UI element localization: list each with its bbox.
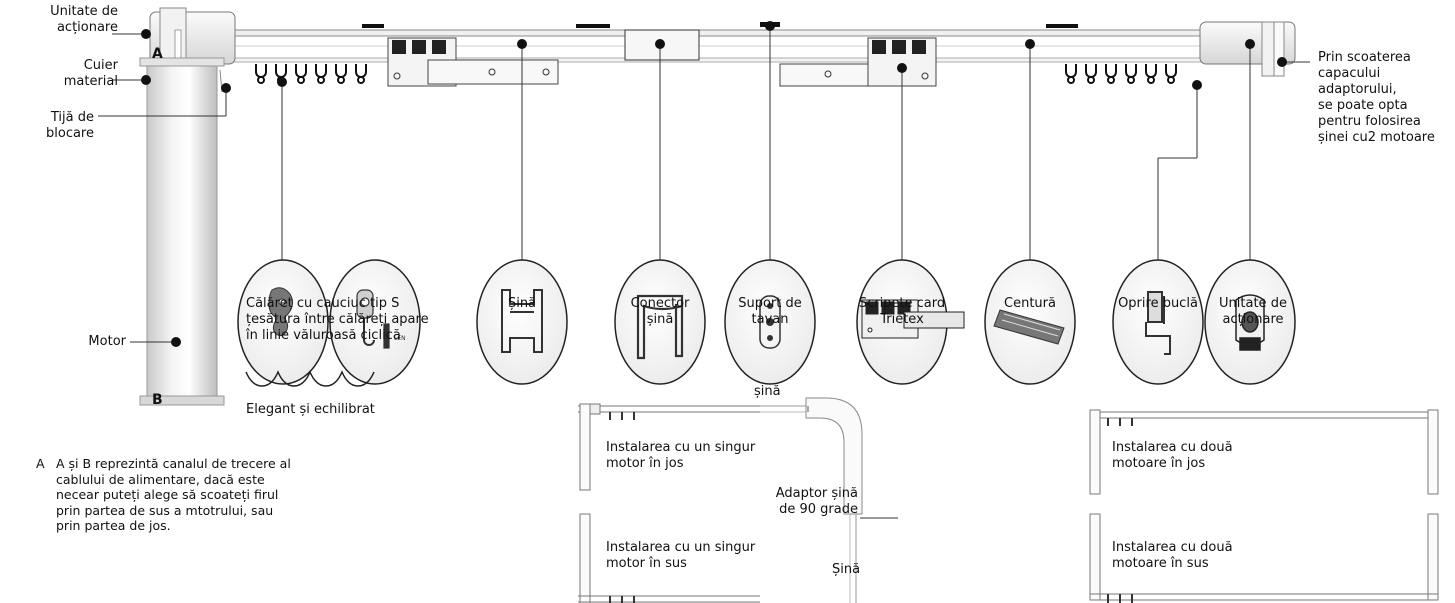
caption-ceiling-bracket: Suport de tavan <box>725 296 815 328</box>
label-rail-bottom: Șină <box>832 562 861 577</box>
motor-cylinder <box>139 57 225 406</box>
svg-text:LEN: LEN <box>394 335 406 342</box>
label-line: motoare în jos <box>1112 456 1206 471</box>
right-drive-unit <box>1199 21 1296 77</box>
s-runner-icon <box>268 287 294 337</box>
label-motor: Motor <box>88 334 126 349</box>
runners-right <box>1065 64 1177 84</box>
label-line: capacului <box>1318 66 1381 81</box>
label-line: Tijă de <box>50 110 94 125</box>
runners-left <box>255 64 367 84</box>
left-pulley-carriage <box>387 37 559 87</box>
label-line: Călăreț cu cauciuc tip S <box>246 296 400 311</box>
channel-b-marker: B <box>152 392 163 408</box>
label-line: Instalarea cu două <box>1112 540 1233 555</box>
channel-a-marker: A <box>152 46 163 62</box>
label-line: Suport de <box>738 296 802 311</box>
label-line: șină <box>646 312 674 327</box>
label-drive-unit-left: Unitate de acționare <box>0 4 118 36</box>
caption-rail: Șină <box>482 296 562 312</box>
label-line: se poate opta <box>1318 98 1408 113</box>
label-line: Cuier <box>83 58 118 73</box>
label-line: tavan <box>751 312 789 327</box>
install-middle-schematic <box>578 397 863 603</box>
caption-belt: Centură <box>985 296 1075 312</box>
label-line: Scripete card <box>858 296 946 311</box>
label-line: adaptorului, <box>1318 82 1397 97</box>
note-text: A și B reprezintă canalul de trecere al … <box>56 456 291 533</box>
label-line: Unitate de <box>50 4 118 19</box>
label-single-motor-down: Instalarea cu un singur motor în jos <box>606 440 756 471</box>
label-90-degree-adaptor: Adaptor șină de 90 grade <box>760 486 858 518</box>
label-line: de 90 grade <box>779 502 858 517</box>
label-line: blocare <box>46 126 94 141</box>
label-line: țesătura între călăreți apare <box>246 312 429 327</box>
caption-card-pulleys: Scripete card Trietex <box>846 296 958 328</box>
drive-unit-icon <box>1235 294 1265 351</box>
loop-stop-icon <box>1145 291 1171 355</box>
hook-runner-icon: LEN <box>356 289 406 349</box>
caption-loop-stop: Oprire buclă <box>1105 296 1211 312</box>
main-track <box>164 22 1286 63</box>
label-line: în linie văluroasă ciclică <box>246 328 401 343</box>
label-line: Prin scoaterea <box>1318 50 1411 65</box>
label-dual-motor-down: Instalarea cu două motoare în jos <box>1112 440 1233 472</box>
label-line: Adaptor șină <box>775 486 858 501</box>
label-lock-rod: Tijă de blocare <box>0 110 94 142</box>
label-line: Trietex <box>880 312 924 327</box>
label-line: Instalarea cu două <box>1112 440 1233 455</box>
label-dual-motor-option: Prin scoaterea capacului adaptorului, se… <box>1318 50 1435 146</box>
label-line: Conector <box>630 296 690 311</box>
label-line: motoare în sus <box>1112 556 1209 571</box>
callout-lines <box>98 26 1310 343</box>
label-line: pentru folosirea <box>1318 114 1421 129</box>
belt-icon <box>993 309 1065 345</box>
pulley-card-icon <box>861 299 965 339</box>
label-line: Șină <box>507 296 537 311</box>
caption-runner: Călăreț cu cauciuc tip S țesătura între … <box>246 296 482 344</box>
label-line: șinei cu2 motoare <box>1318 130 1435 145</box>
callout-dots <box>141 21 1287 347</box>
caption-rail-connector: Conector șină <box>610 296 710 328</box>
connector-profile-icon <box>636 294 684 360</box>
label-line: acționare <box>56 20 118 35</box>
ceiling-bracket-icon <box>759 295 781 349</box>
label-line: Centură <box>1004 296 1056 311</box>
rail-disc <box>476 259 568 385</box>
rail-profile-icon <box>501 289 543 353</box>
label-line: acționare <box>1222 312 1284 327</box>
label-rail-top: șină <box>754 384 781 399</box>
label-line: material <box>63 74 118 89</box>
label-fabric-hanger: Cuier material <box>0 58 118 90</box>
wave-icon <box>245 370 375 387</box>
label-dual-motor-up: Instalarea cu două motoare în sus <box>1112 540 1233 572</box>
note-marker: A <box>36 456 45 471</box>
label-line: Unitate de <box>1219 296 1287 311</box>
caption-drive-unit-right: Unitate de acționare <box>1210 296 1296 328</box>
component-discs <box>237 259 1296 385</box>
label-line: Oprire buclă <box>1118 296 1198 311</box>
install-right-schematic <box>1089 409 1439 603</box>
wave-caption: Elegant și echilibrat <box>246 402 375 417</box>
label-single-motor-up: Instalarea cu un singur motor în sus <box>606 540 756 571</box>
